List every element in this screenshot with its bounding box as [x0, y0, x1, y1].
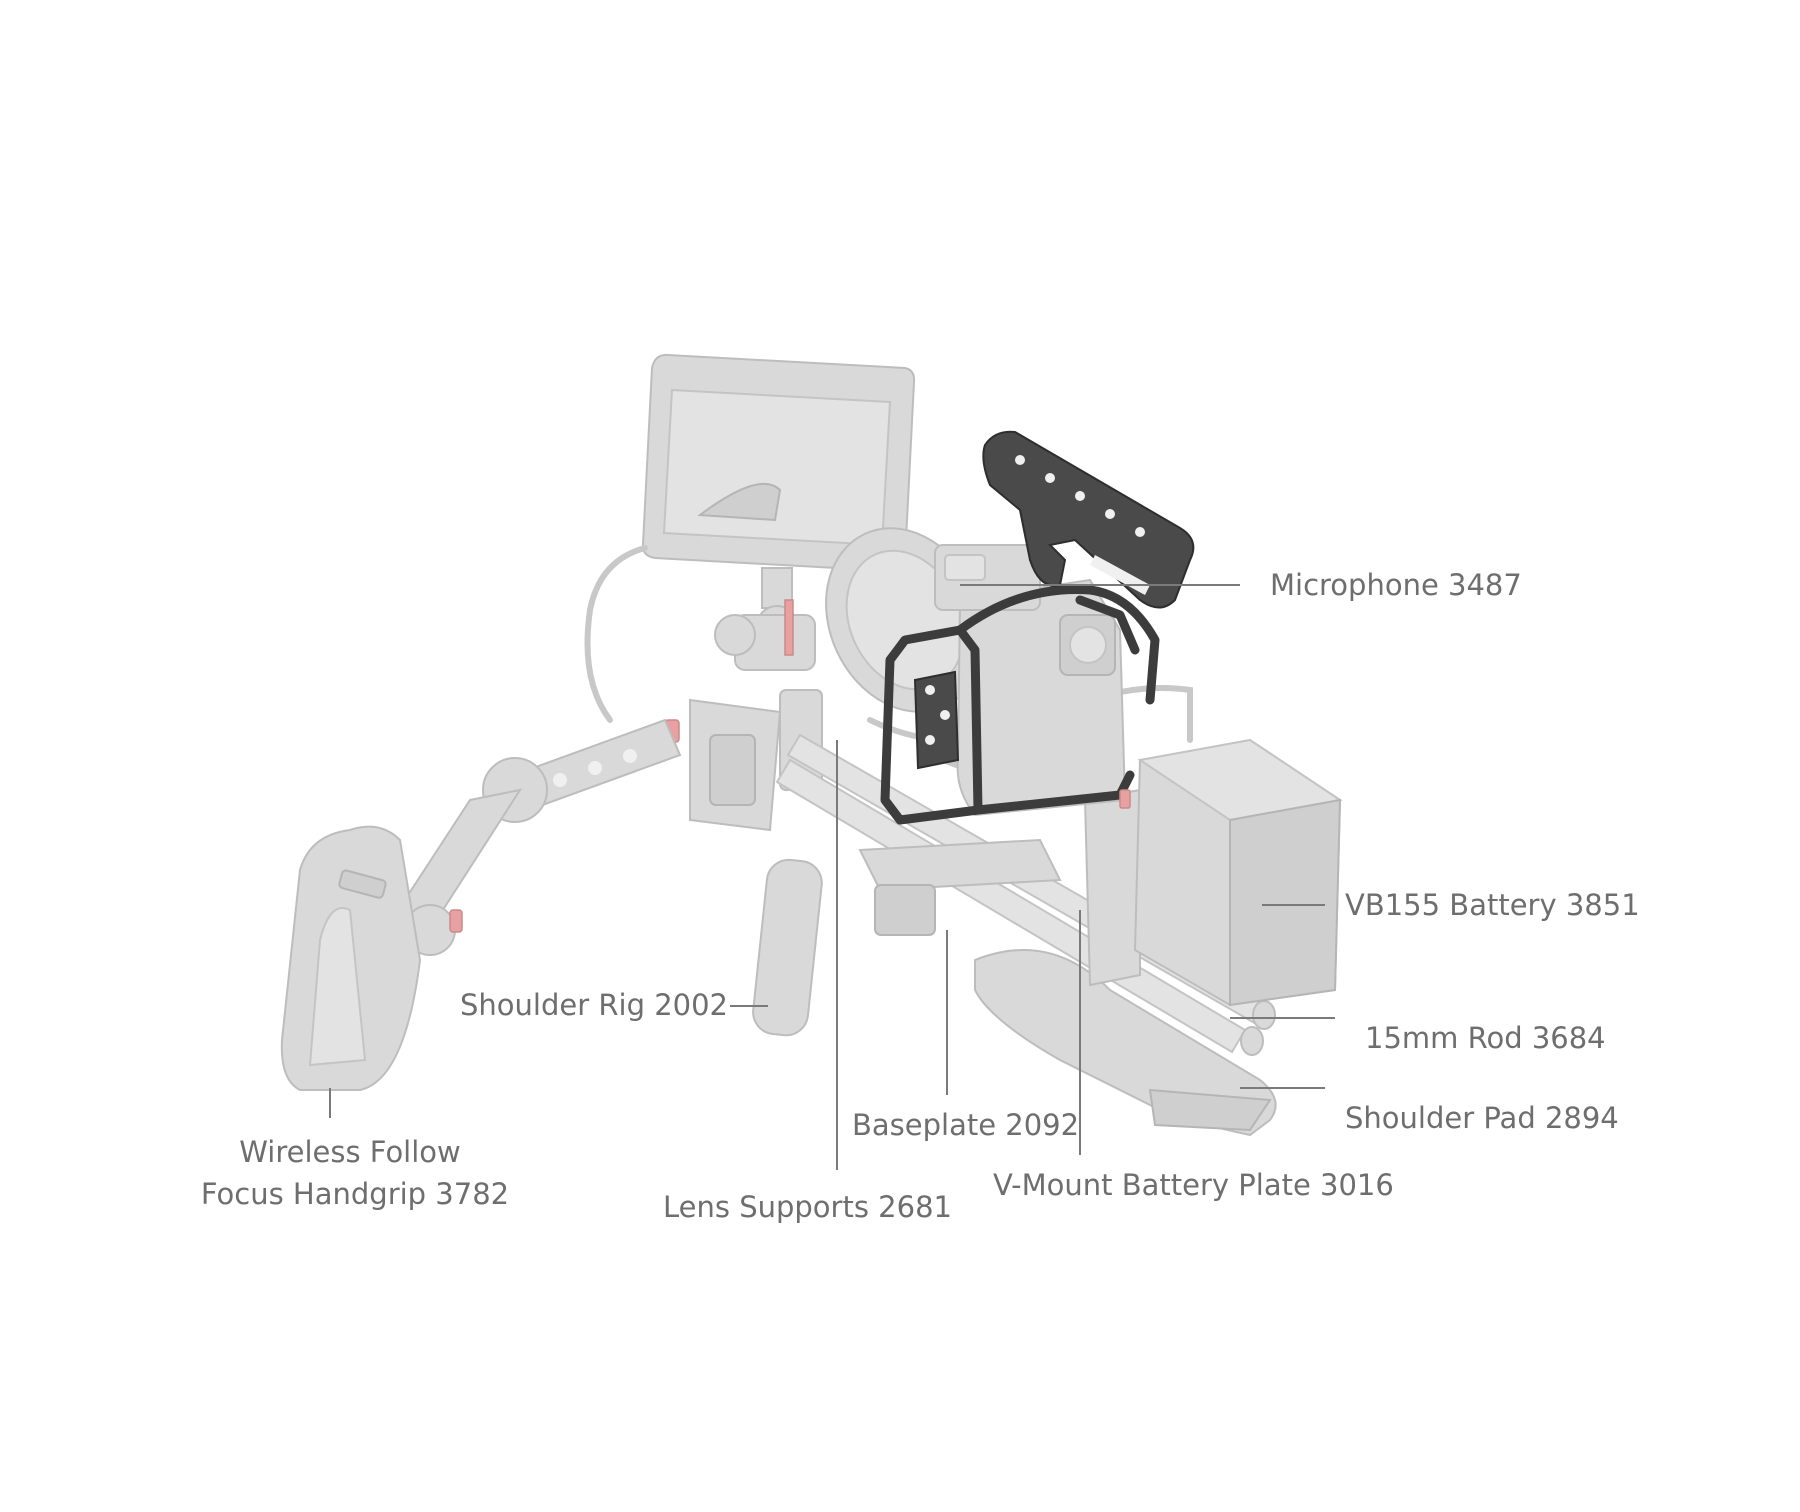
callout-rod-15mm: 15mm Rod 3684	[1230, 1017, 1606, 1055]
callout-handgrip: Wireless Follow Focus Handgrip 3782	[201, 1088, 509, 1211]
callout-label: Lens Supports 2681	[663, 1190, 952, 1224]
baseplate-illustration	[858, 838, 1062, 892]
callout-label: Shoulder Pad 2894	[1345, 1101, 1619, 1135]
callout-label: Baseplate 2092	[852, 1108, 1079, 1142]
callout-vb155-battery: VB155 Battery 3851	[1262, 888, 1640, 922]
shoulder-pad-illustration	[974, 949, 1277, 1137]
camera-body-illustration	[934, 544, 1127, 817]
callout-microphone: Microphone 3487	[960, 568, 1522, 602]
vmount-plate-illustration	[1083, 788, 1141, 987]
callout-label-line-1: Wireless Follow	[239, 1135, 461, 1169]
callout-label: V-Mount Battery Plate 3016	[993, 1168, 1394, 1202]
front-handle-illustration	[752, 858, 823, 1037]
callout-shoulder-pad: Shoulder Pad 2894	[1240, 1087, 1619, 1135]
callout-lens-supports: Lens Supports 2681	[663, 740, 952, 1224]
callout-baseplate: Baseplate 2092	[852, 930, 1079, 1142]
callout-label-line-2: Focus Handgrip 3782	[201, 1177, 509, 1211]
rod-clamp-illustration	[664, 698, 782, 832]
battery-illustration	[1133, 738, 1343, 1007]
camera-cage-illustration	[880, 585, 1160, 825]
rig-illustration	[280, 353, 1343, 1137]
callout-shoulder-rig: Shoulder Rig 2002	[460, 988, 768, 1022]
callout-vmount-plate: V-Mount Battery Plate 3016	[993, 910, 1394, 1202]
monitor-cable	[584, 545, 648, 723]
extension-arm-illustration	[393, 718, 682, 956]
callout-label: 15mm Rod 3684	[1365, 1021, 1606, 1055]
callout-label: Microphone 3487	[1270, 568, 1522, 602]
handgrip-illustration	[280, 825, 422, 1091]
callout-label: VB155 Battery 3851	[1345, 888, 1640, 922]
callout-label: Shoulder Rig 2002	[460, 988, 728, 1022]
